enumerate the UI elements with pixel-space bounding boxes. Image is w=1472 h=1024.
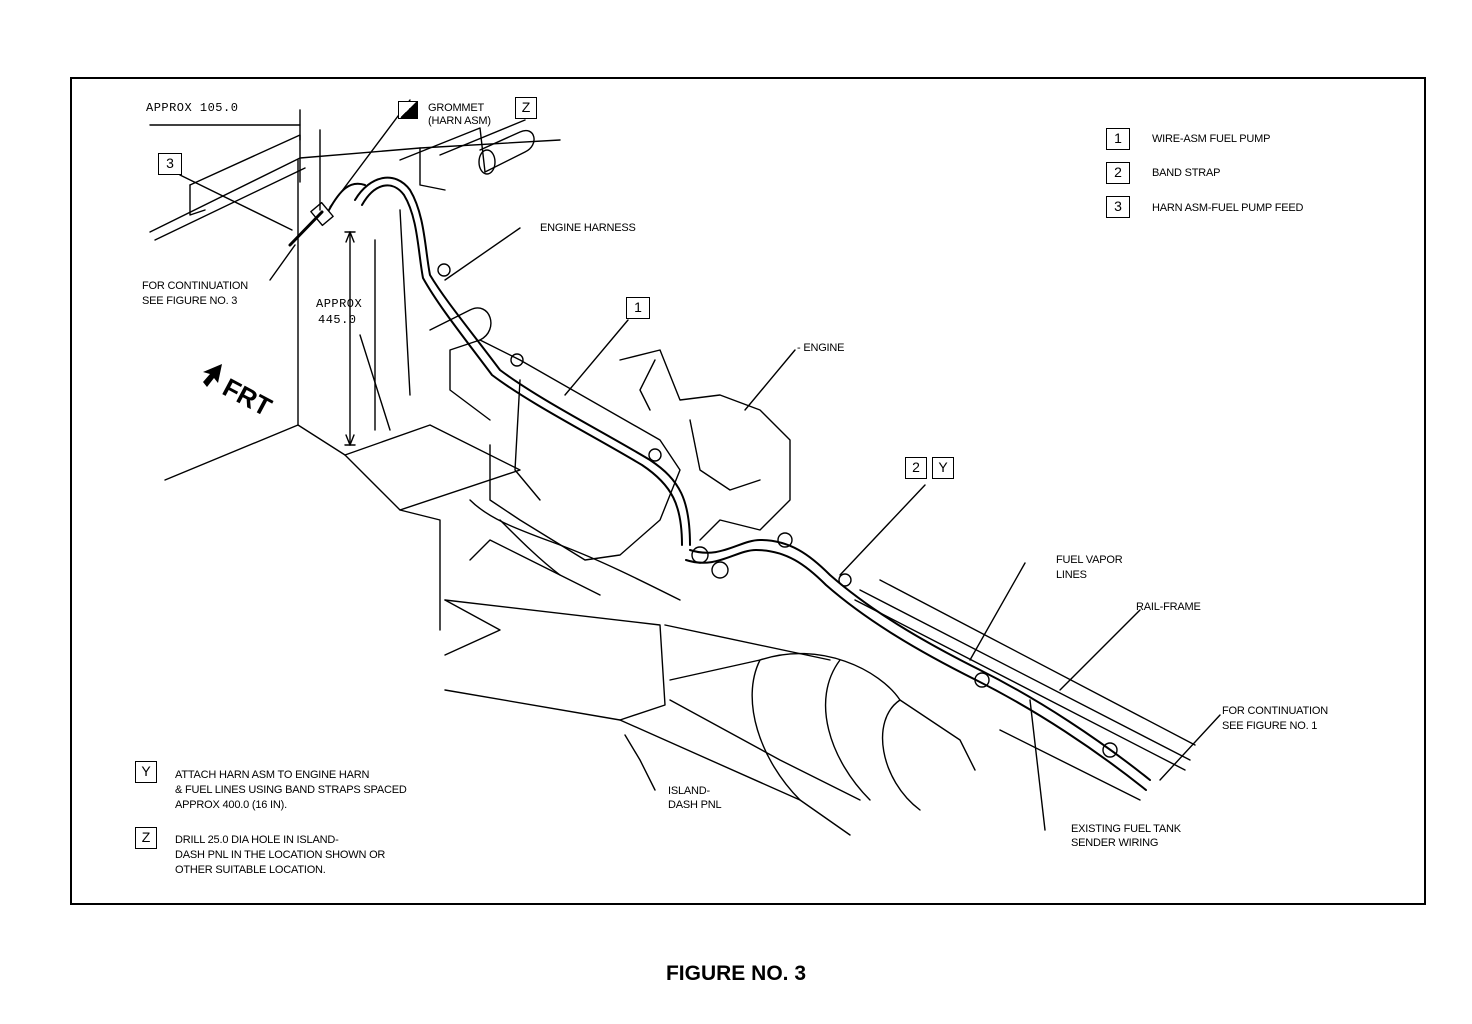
legend-key-1: 1 [1106,128,1130,150]
note-z-line3: OTHER SUITABLE LOCATION. [175,864,326,876]
note-y-line1: ATTACH HARN ASM TO ENGINE HARN [175,769,370,781]
legend-key-3: 3 [1106,196,1130,218]
grommet-label-line1: GROMMET [428,102,485,114]
width-dimension-label: APPROX 105.0 [146,101,239,115]
note-y-line3: APPROX 400.0 (16 IN). [175,799,287,811]
sender-wiring-label-line2: SENDER WIRING [1071,837,1159,849]
note-z-line2: DASH PNL IN THE LOCATION SHOWN OR [175,849,386,861]
note-key-z: Z [135,827,157,849]
note-z-line1: DRILL 25.0 DIA HOLE IN ISLAND- [175,834,339,846]
legend-key-2: 2 [1106,162,1130,184]
note-y-line2: & FUEL LINES USING BAND STRAPS SPACED [175,784,407,796]
island-dash-label-line2: DASH PNL [668,799,722,811]
legend-label-1: WIRE-ASM FUEL PUMP [1152,133,1271,145]
fuel-vapor-label-line1: FUEL VAPOR [1056,554,1123,566]
callout-badge-2: 2 [905,457,927,479]
continuation-right-line2: SEE FIGURE NO. 1 [1222,720,1318,732]
continuation-right-line1: FOR CONTINUATION [1222,705,1328,717]
legend-label-3: HARN ASM-FUEL PUMP FEED [1152,202,1304,214]
grommet-symbol-icon [398,101,418,119]
fuel-vapor-label-line2: LINES [1056,569,1087,581]
note-key-y: Y [135,761,157,783]
engine-harness-label: ENGINE HARNESS [540,222,636,234]
continuation-left-line1: FOR CONTINUATION [142,280,248,292]
rail-frame-label: RAIL-FRAME [1136,601,1201,613]
grommet-label-line2: (HARN ASM) [428,115,491,127]
callout-badge-z: Z [515,97,537,119]
callout-badge-3: 3 [158,153,182,175]
sender-wiring-label-line1: EXISTING FUEL TANK [1071,823,1181,835]
continuation-left-line2: SEE FIGURE NO. 3 [142,295,238,307]
height-dimension-label-line2: 445.0 [318,313,357,327]
legend-label-2: BAND STRAP [1152,167,1221,179]
height-dimension-label-line1: APPROX [316,297,363,311]
callout-badge-y: Y [932,457,954,479]
callout-badge-1: 1 [626,297,650,319]
island-dash-label-line1: ISLAND- [668,785,710,797]
figure-caption: FIGURE NO. 3 [665,962,807,985]
figure-frame [70,77,1426,905]
engine-label: - ENGINE [797,342,845,354]
